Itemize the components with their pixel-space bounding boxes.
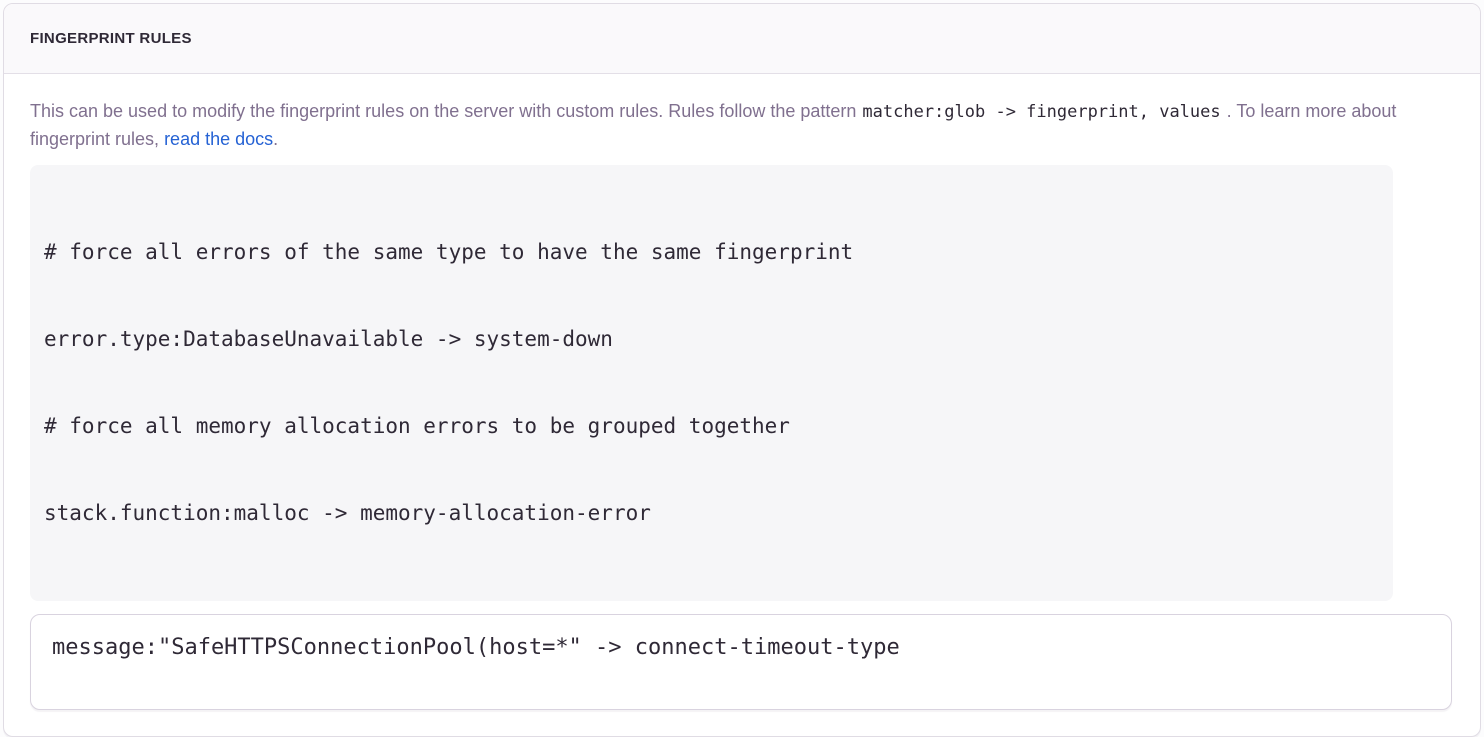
- example-code-line: # force all memory allocation errors to …: [44, 414, 790, 438]
- example-code-line: stack.function:malloc -> memory-allocati…: [44, 501, 651, 525]
- description: This can be used to modify the fingerpri…: [30, 98, 1410, 153]
- read-the-docs-link[interactable]: read the docs: [164, 129, 274, 149]
- pattern-inline-code: matcher:glob -> fingerprint, values: [862, 102, 1221, 122]
- description-period: .: [273, 129, 279, 149]
- panel-body: This can be used to modify the fingerpri…: [4, 74, 1480, 736]
- fingerprint-rules-input[interactable]: message:"SafeHTTPSConnectionPool(host=*"…: [30, 614, 1452, 710]
- description-text-before-code: This can be used to modify the fingerpri…: [30, 101, 857, 121]
- example-code-block: # force all errors of the same type to h…: [30, 165, 1393, 601]
- fingerprint-rules-panel: FINGERPRINT RULES This can be used to mo…: [3, 3, 1481, 737]
- example-code-line: error.type:DatabaseUnavailable -> system…: [44, 327, 613, 351]
- panel-header: FINGERPRINT RULES: [4, 4, 1480, 74]
- panel-title: FINGERPRINT RULES: [30, 30, 192, 47]
- example-code-line: # force all errors of the same type to h…: [44, 240, 854, 264]
- description-text-after-code: . To learn more about fingerprint rules,: [30, 101, 1397, 149]
